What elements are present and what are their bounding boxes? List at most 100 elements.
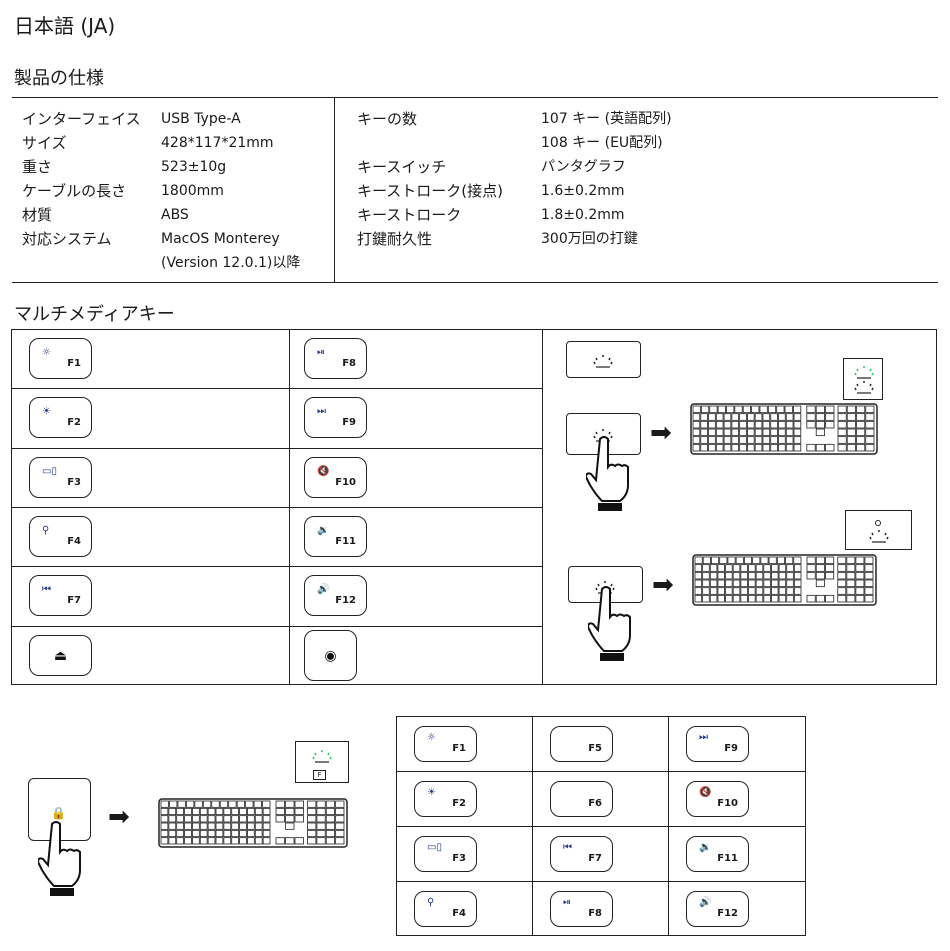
pressing-hand-icon — [586, 436, 629, 511]
spec-label: サイズ — [22, 134, 67, 152]
table-divider — [11, 388, 542, 389]
next-track-icon: ⏭ — [317, 406, 326, 417]
f3-key: ▭▯ F3 — [414, 836, 477, 872]
key-label: F2 — [67, 417, 81, 428]
spec-value: 1.8±0.2mm — [541, 207, 625, 223]
key-icon: ⏭ — [699, 732, 708, 743]
key-icon: ⏯ — [563, 897, 571, 908]
spec-label: ケーブルの長さ — [22, 182, 127, 200]
key-label: F9 — [724, 743, 738, 754]
key-icon: ▭▯ — [427, 842, 442, 853]
keyboard-icon — [692, 554, 877, 606]
backlight-icon — [869, 530, 889, 543]
brightness-up-icon: ☀ — [42, 406, 51, 417]
multimedia-heading: マルチメディアキー — [14, 304, 175, 325]
table-divider — [11, 626, 542, 627]
backlight-on-icon — [312, 750, 332, 763]
camera-key: ◉ — [304, 630, 357, 681]
table-divider — [11, 566, 542, 567]
f2-key: ☀ F2 — [29, 397, 92, 438]
brightness-down-icon: ☼ — [42, 347, 51, 358]
spec-value: パンタグラフ — [541, 159, 626, 175]
f10-key: 🔇 F10 — [304, 457, 367, 498]
eject-icon: ⏏ — [53, 647, 68, 664]
key-label: F12 — [335, 595, 356, 606]
key-label: F7 — [588, 853, 602, 864]
f10-key: 🔇F10 — [686, 781, 749, 817]
spec-value: 1800mm — [161, 183, 224, 199]
table-divider — [396, 881, 806, 882]
key-label: F1 — [67, 358, 81, 369]
spec-label: キースイッチ — [357, 158, 447, 176]
lock-icon: 🔒 — [51, 806, 66, 820]
mission-control-icon: ▭▯ — [42, 466, 57, 477]
spec-value: (Version 12.0.1)以降 — [161, 255, 301, 271]
table-divider — [396, 771, 806, 772]
key-label: F10 — [335, 477, 356, 488]
pressing-hand-icon — [588, 586, 631, 661]
key-label: F11 — [335, 536, 356, 547]
backlight-on-icon — [854, 366, 874, 379]
volume-up-icon: 🔊 — [317, 584, 330, 595]
spec-label: 対応システム — [22, 230, 112, 248]
f2-key: ☀ F2 — [414, 781, 477, 817]
previous-track-icon: ⏮ — [42, 584, 51, 595]
spec-value: USB Type-A — [161, 111, 241, 127]
key-label: F4 — [452, 908, 466, 919]
spec-value: ABS — [161, 207, 189, 223]
spec-value: 523±10g — [161, 159, 227, 175]
right-arrow-icon: ➡ — [650, 418, 672, 448]
f8-key: ⏯F8 — [550, 891, 613, 927]
spec-label: キーの数 — [357, 110, 418, 128]
volume-down-icon: 🔉 — [317, 525, 330, 536]
spec-table — [12, 97, 938, 283]
page-title: 日本語 (JA) — [14, 14, 116, 38]
key-label: F6 — [588, 798, 602, 809]
f4-key: ⚲F4 — [29, 516, 92, 557]
table-divider — [542, 329, 543, 685]
keyboard-icon — [690, 403, 878, 455]
pressing-hand-icon — [38, 821, 81, 896]
key-label: F1 — [452, 743, 466, 754]
spec-label: 材質 — [22, 206, 53, 224]
f11-key: 🔉F11 — [686, 836, 749, 872]
spec-heading: 製品の仕様 — [14, 68, 104, 89]
spec-value: 108 キー (EU配列) — [541, 135, 663, 151]
table-divider — [396, 826, 806, 827]
key-label: F11 — [717, 853, 738, 864]
spec-value: 428*117*21mm — [161, 135, 274, 151]
f7-key: ⏮ F7 — [550, 836, 613, 872]
key-icon: 🔇 — [699, 787, 712, 798]
key-label: F8 — [342, 358, 356, 369]
f12-key: 🔊F12 — [686, 891, 749, 927]
f1-key: ☼ F1 — [414, 726, 477, 762]
spec-label: 重さ — [22, 158, 53, 176]
table-divider — [11, 507, 542, 508]
f11-key: 🔉 F11 — [304, 516, 367, 557]
right-arrow-icon: ➡ — [652, 570, 674, 600]
f8-key: ⏯ F8 — [304, 338, 367, 379]
key-label: F2 — [452, 798, 466, 809]
key-label: F3 — [67, 477, 81, 488]
f4-key: ⚲F4 — [414, 891, 477, 927]
camera-icon: ◉ — [324, 647, 337, 664]
eject-key: ⏏ — [29, 635, 92, 676]
play-pause-icon: ⏯ — [317, 347, 325, 358]
key-icon: ⏮ — [563, 842, 572, 853]
key-label: F3 — [452, 853, 466, 864]
backlight-icon — [593, 355, 613, 368]
f5-key: F5 — [550, 726, 613, 762]
key-label: F5 — [588, 743, 602, 754]
key-icon: 🔊 — [699, 897, 712, 908]
key-icon: ☼ — [427, 732, 436, 743]
table-divider — [11, 448, 542, 449]
key-label: F7 — [67, 595, 81, 606]
spec-value: 1.6±0.2mm — [541, 183, 625, 199]
key-label: F9 — [342, 417, 356, 428]
key-icon: ☀ — [427, 787, 436, 798]
f9-key: ⏭ F9 — [686, 726, 749, 762]
f1-key: ☼ F1 — [29, 338, 92, 379]
mute-icon: 🔇 — [317, 466, 330, 477]
right-arrow-icon: ➡ — [108, 802, 130, 832]
spec-table-divider — [334, 97, 335, 283]
